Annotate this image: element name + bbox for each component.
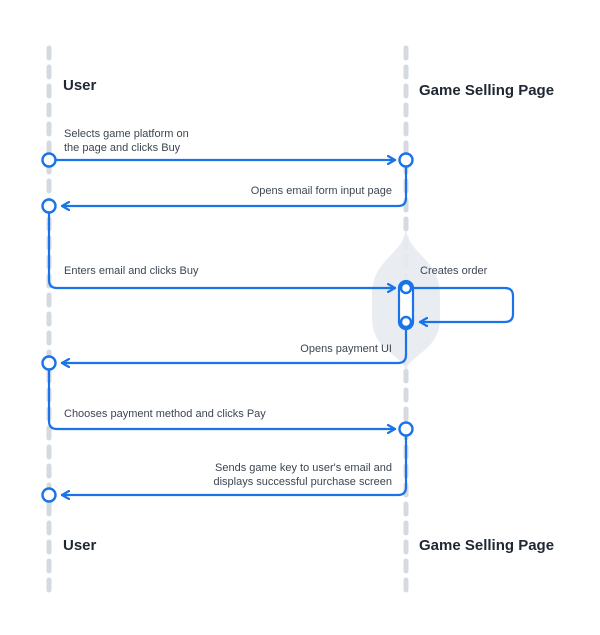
arrow-open-payment-ui [60, 328, 408, 363]
arrow-enter-email [47, 212, 397, 288]
message-choose-payment: Chooses payment method and clicks Pay [64, 407, 266, 421]
message-line: Sends game key to user's email and [215, 462, 392, 474]
arrow-send-game-key [60, 435, 408, 495]
message-create-order: Creates order [420, 264, 487, 278]
message-line: Selects game platform on [64, 128, 189, 140]
message-line: the page and clicks Buy [64, 142, 181, 154]
message-line: Enters email and clicks Buy [64, 265, 199, 277]
message-open-email-form: Opens email form input page [251, 184, 392, 198]
actor-page-bottom: Game Selling Page [419, 537, 555, 554]
message-line: Creates order [420, 265, 488, 277]
message-line: Opens email form input page [250, 185, 392, 197]
node-page-2b [399, 315, 413, 329]
message-open-payment-ui: Opens payment UI [300, 342, 392, 356]
arrow-open-email-form [60, 166, 408, 206]
node-user-2 [41, 198, 57, 214]
message-send-game-key: Sends game key to user's email and displ… [213, 461, 392, 489]
node-page-2a [399, 281, 413, 295]
message-line: displays successful purchase screen [213, 476, 392, 488]
node-user-4 [41, 487, 57, 503]
message-enter-email: Enters email and clicks Buy [64, 264, 199, 278]
actor-user-top: User [63, 77, 97, 94]
node-user-1 [41, 152, 57, 168]
node-page-3 [398, 421, 414, 437]
arrow-choose-payment [47, 369, 397, 429]
arrow-create-order [412, 286, 515, 322]
node-user-3 [41, 355, 57, 371]
node-page-1 [398, 152, 414, 168]
message-line: Opens payment UI [300, 343, 392, 355]
actor-page-top: Game Selling Page [419, 82, 555, 99]
message-select-platform: Selects game platform on the page and cl… [64, 127, 189, 155]
actor-user-bottom: User [63, 537, 97, 554]
message-line: Chooses payment method and clicks Pay [64, 408, 266, 420]
